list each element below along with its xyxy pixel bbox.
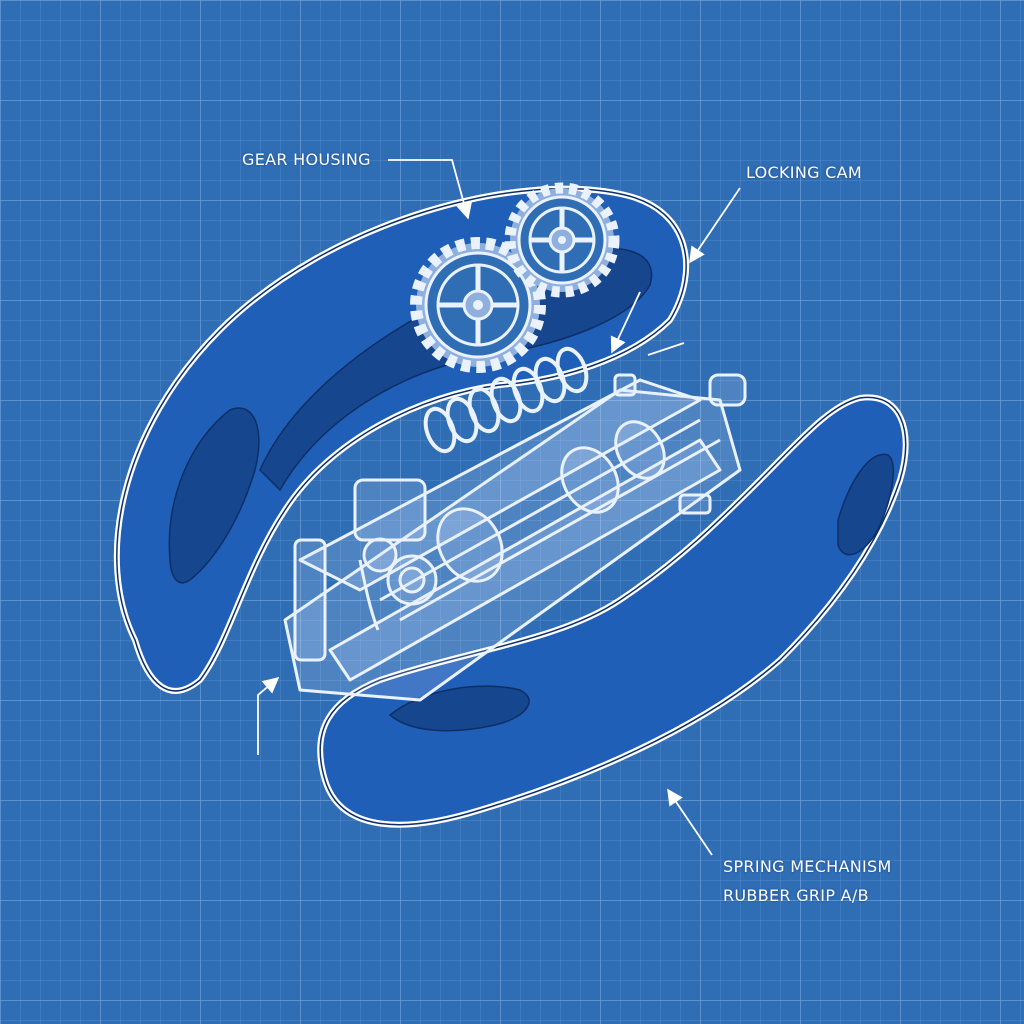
label-rubber-grip: RUBBER GRIP A/B [723, 886, 869, 905]
leader-lines [257, 159, 741, 856]
compression-spring [423, 346, 589, 454]
label-spring-mechanism: SPRING MECHANISM [723, 857, 892, 876]
leader-cam-detail [610, 291, 641, 354]
leader-locking-cam [689, 187, 741, 264]
locking-mechanism-frame [283, 373, 747, 702]
gear-right [504, 182, 620, 298]
leader-spring-mechanism [667, 788, 713, 856]
label-locking-cam: LOCKING CAM [746, 163, 862, 182]
label-gear-housing: GEAR HOUSING [242, 150, 371, 169]
leader-small-right [647, 342, 685, 356]
gear-left [410, 237, 546, 373]
leader-lower-left [257, 676, 280, 755]
leader-gear-housing [388, 159, 472, 220]
